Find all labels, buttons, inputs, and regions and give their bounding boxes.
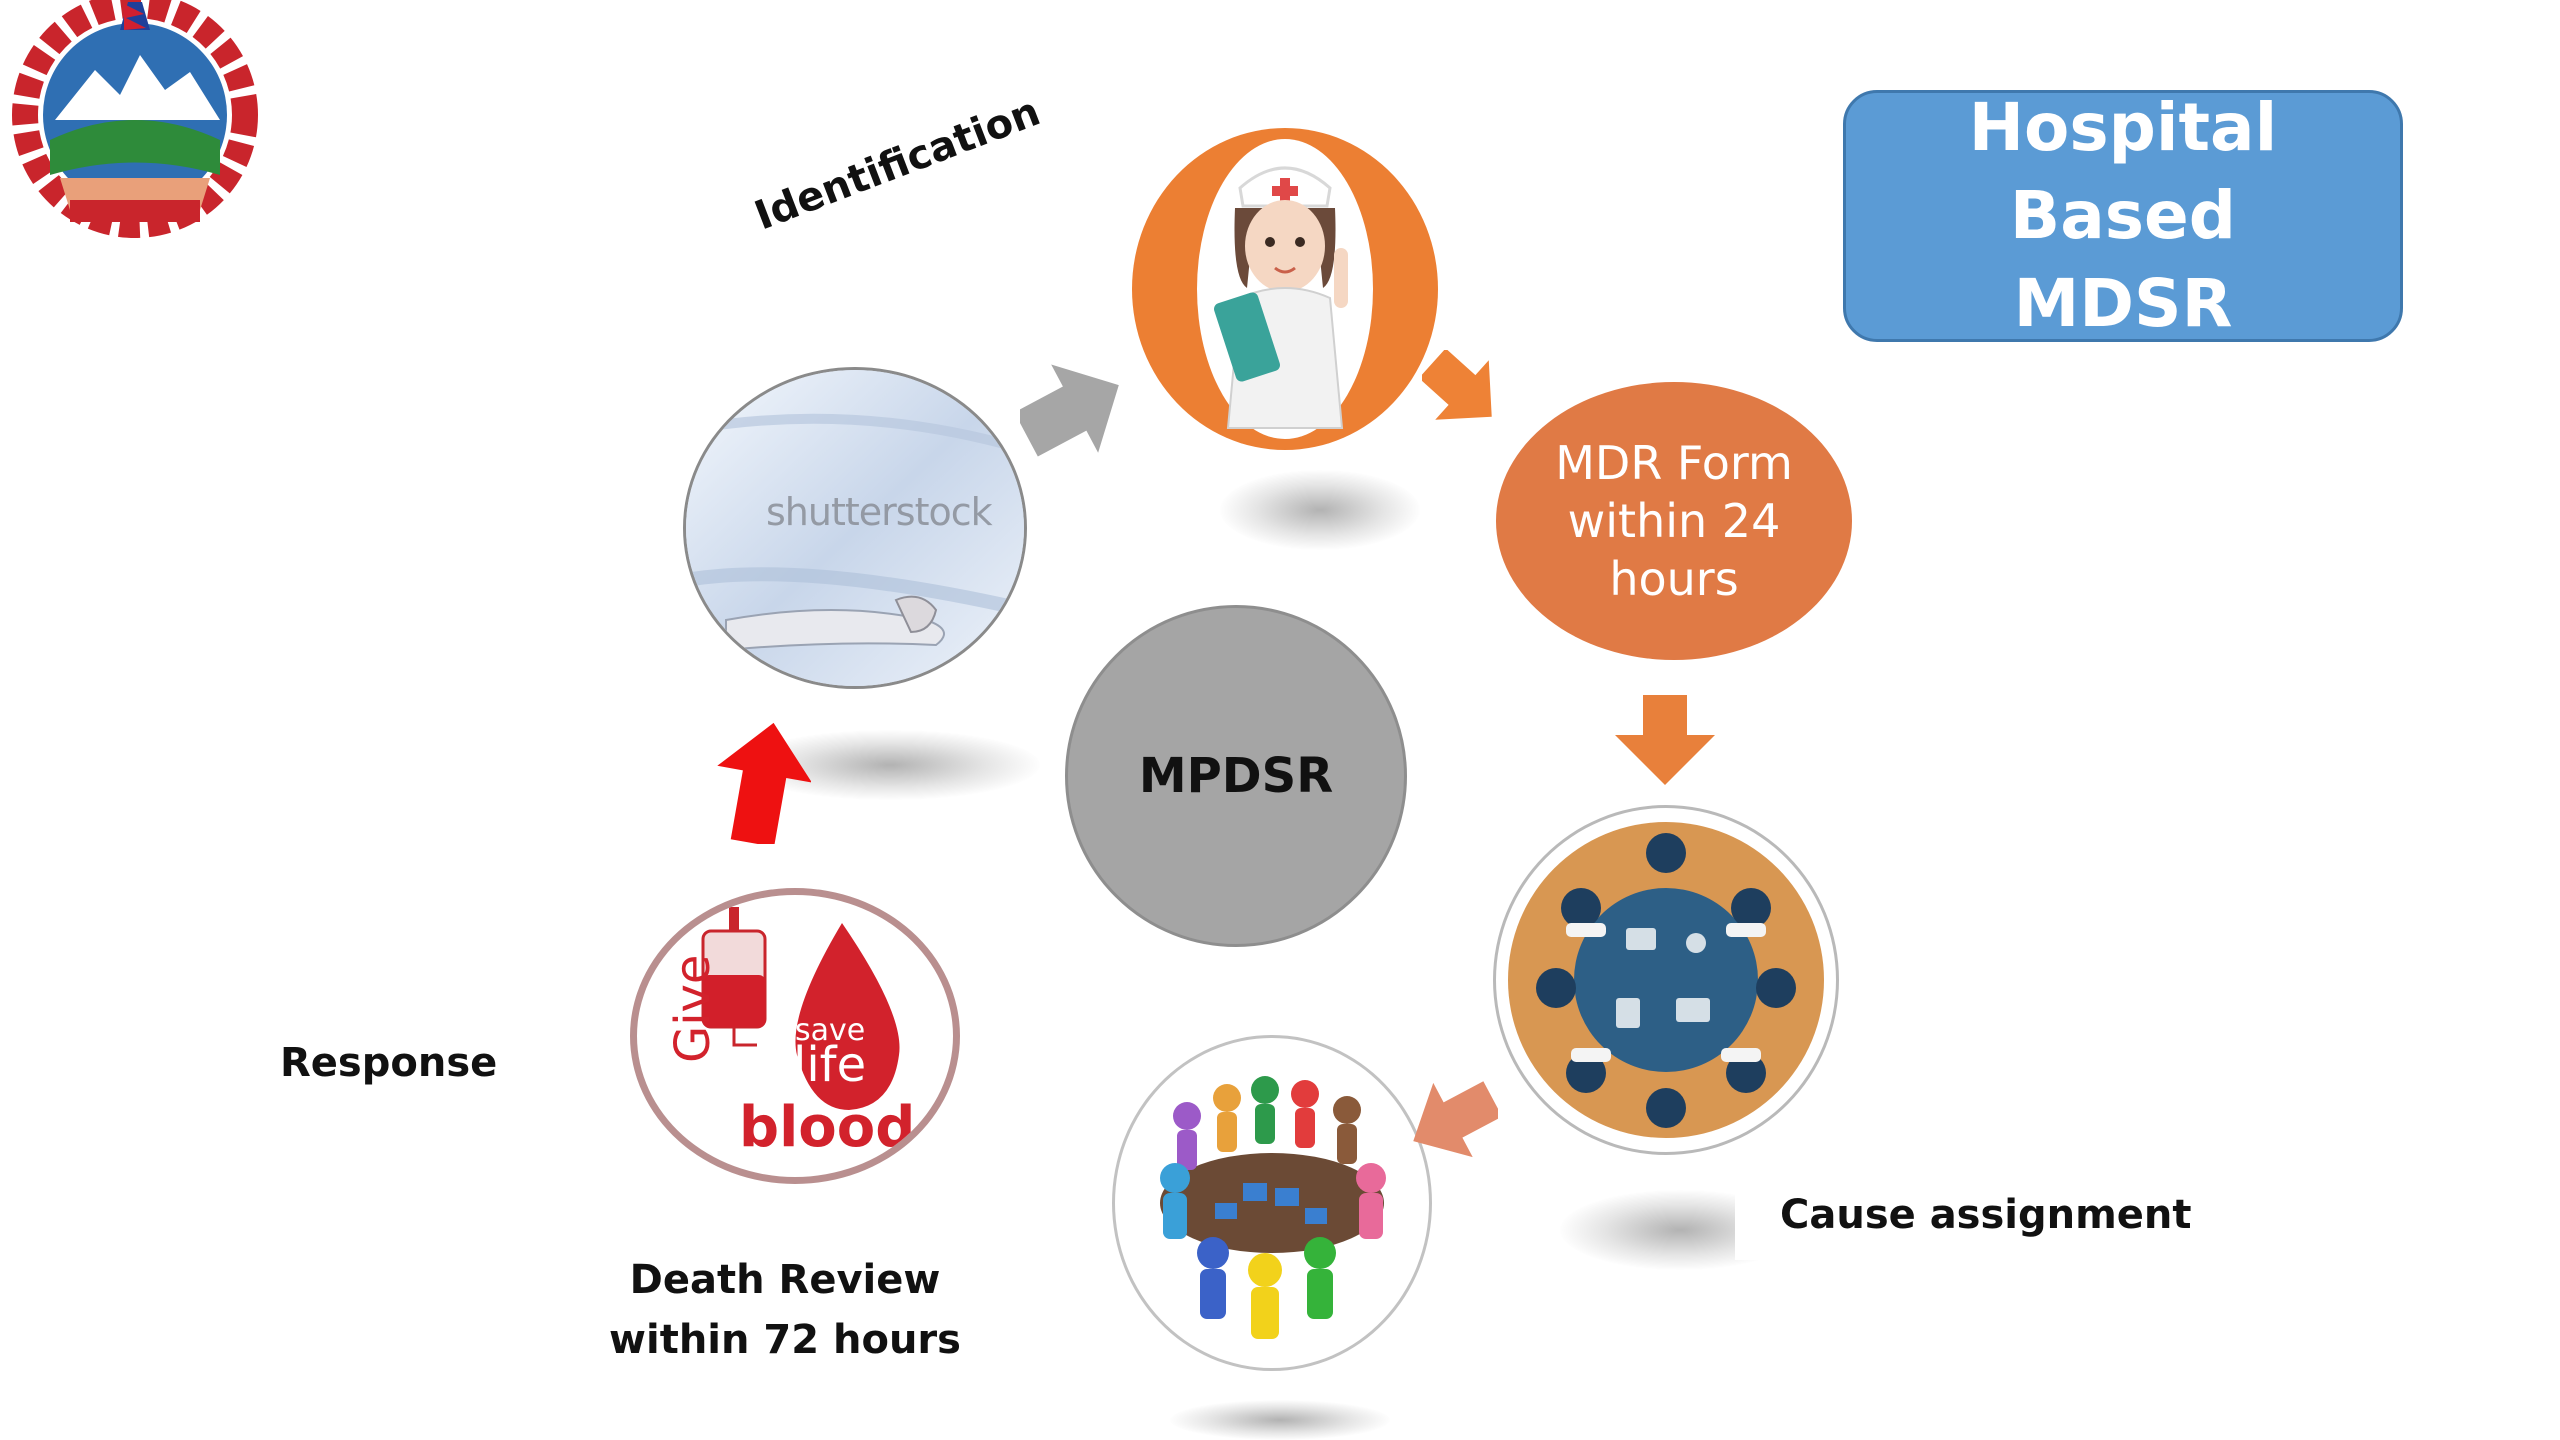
arrow-down-orange-icon bbox=[1615, 695, 1715, 785]
death-review-line-2: within 72 hours bbox=[609, 1317, 961, 1363]
title-line-1: Hospital Based bbox=[1968, 89, 2278, 254]
puzzle-team-icon bbox=[1160, 1076, 1386, 1339]
blood-save-text: save bbox=[795, 1013, 866, 1048]
death-review-label: Death Review within 72 hours bbox=[560, 1250, 1010, 1370]
blood-give-text: Give bbox=[665, 954, 721, 1063]
mdr-form-ellipse: MDR Form within 24 hours bbox=[1496, 382, 1852, 660]
blood-circle: save life Give blood bbox=[630, 888, 960, 1184]
cause-label-box: Cause assignment bbox=[1735, 1180, 2192, 1260]
arrow-up-red-icon bbox=[717, 722, 811, 844]
arrow-down-left-salmon-icon bbox=[1413, 1081, 1498, 1158]
identification-label: Identification bbox=[748, 88, 1047, 240]
death-review-line-1: Death Review bbox=[629, 1257, 941, 1303]
team-circle bbox=[1112, 1035, 1432, 1371]
body-photo-circle: shutterstock bbox=[683, 367, 1027, 689]
response-label: Response bbox=[280, 1040, 498, 1086]
cause-assignment-label: Cause assignment bbox=[1780, 1192, 2192, 1238]
nurse-circle bbox=[1132, 128, 1438, 450]
nurse-shadow bbox=[1220, 470, 1420, 550]
title-box: Hospital Based MDSR bbox=[1843, 89, 2403, 342]
title-line-2: MDSR bbox=[2013, 265, 2233, 342]
mdr-line-3: hours bbox=[1609, 552, 1739, 606]
meeting-circle bbox=[1493, 805, 1839, 1155]
nurse-icon bbox=[1197, 139, 1373, 439]
mpdsr-center-circle: MPDSR bbox=[1065, 605, 1407, 947]
arrow-down-right-orange-icon bbox=[1422, 350, 1492, 420]
mdr-line-1: MDR Form bbox=[1555, 436, 1793, 490]
mpdsr-label: MPDSR bbox=[1138, 748, 1334, 804]
blood-drop-icon bbox=[701, 907, 900, 1110]
arrow-right-gray-icon bbox=[1020, 364, 1119, 457]
team-shadow bbox=[1170, 1400, 1390, 1440]
shutterstock-watermark: shutterstock bbox=[766, 490, 993, 534]
blood-life-text: life bbox=[793, 1037, 867, 1093]
blood-blood-text: blood bbox=[739, 1095, 916, 1160]
meeting-table-icon bbox=[1508, 822, 1824, 1138]
body-photo-icon bbox=[686, 370, 1024, 686]
nepal-emblem-icon bbox=[12, 0, 258, 238]
mdr-line-2: within 24 bbox=[1567, 494, 1781, 548]
